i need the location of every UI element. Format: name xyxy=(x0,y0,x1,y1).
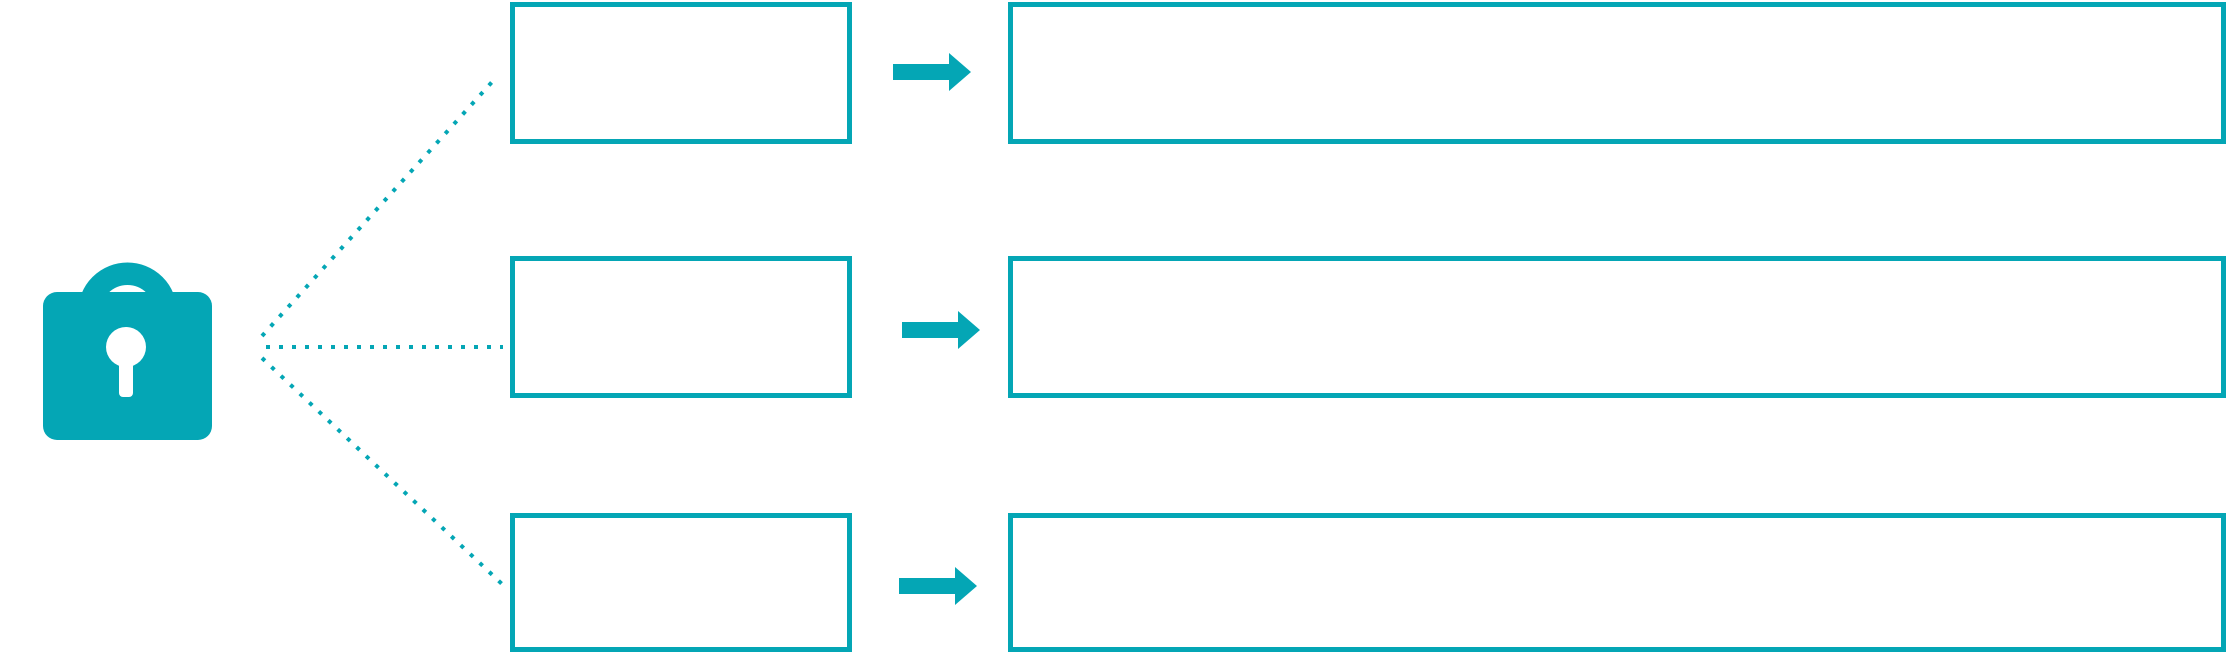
arrow-right-icon xyxy=(893,53,971,91)
arrow-right-icon xyxy=(899,567,977,605)
detail-box-1 xyxy=(1008,2,2226,144)
item-box-3 xyxy=(510,513,852,652)
item-box-1 xyxy=(510,2,852,144)
lock-icon xyxy=(43,262,212,440)
connector-line-bottom xyxy=(260,356,504,586)
arrow-right-icon xyxy=(902,311,980,349)
detail-box-2 xyxy=(1008,256,2226,398)
detail-box-3 xyxy=(1008,513,2226,652)
connector-line-top xyxy=(260,80,494,338)
item-box-2 xyxy=(510,256,852,398)
